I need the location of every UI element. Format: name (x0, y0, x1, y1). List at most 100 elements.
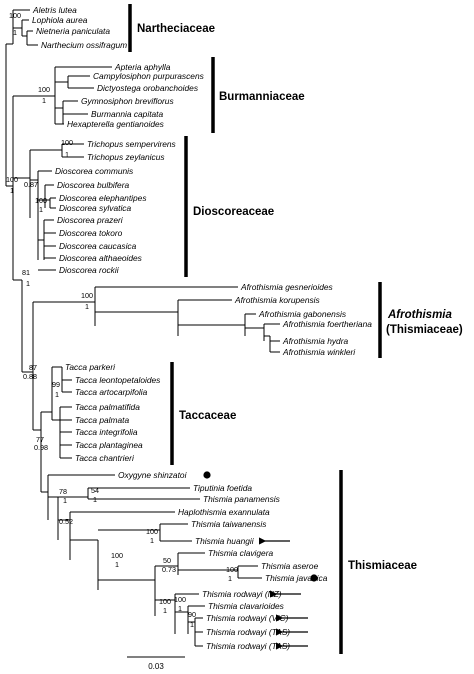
support-value: 100 (174, 595, 186, 604)
support-value: 81 (22, 268, 30, 277)
taxon-label: Lophiola aurea (32, 15, 88, 25)
support-value: 54 (91, 486, 99, 495)
taxon-label: Tacca integrifolia (75, 427, 138, 437)
support-value: 1 (13, 28, 17, 37)
taxon-label: Thismia panamensis (203, 494, 281, 504)
support-value: 1 (93, 495, 97, 504)
taxon-label: Afrothismia gabonensis (258, 309, 347, 319)
support-value: 1 (42, 96, 46, 105)
taxon-label: Thismia rodwayi (NZ) (202, 589, 282, 599)
taxon-label: Trichopus zeylanicus (87, 152, 165, 162)
taxon-label: Oxygyne shinzatoi (118, 470, 188, 480)
taxon-label: Dioscorea tokoro (59, 228, 123, 238)
support-value: 1 (115, 560, 119, 569)
support-value: 77 (36, 435, 44, 444)
support-value: 0.88 (23, 372, 37, 381)
support-value: 1 (10, 186, 14, 195)
support-value: 100 (38, 85, 50, 94)
family-label-thismiaceae-paren: (Thismiaceae) (386, 324, 463, 336)
family-brackets: Nartheciaceae Burmanniaceae Dioscoreacea… (128, 4, 463, 654)
family-label-thismiaceae: Thismiaceae (348, 560, 417, 572)
support-value: 1 (85, 302, 89, 311)
taxon-label: Thismia clavigera (208, 548, 274, 558)
support-value: 1 (178, 604, 182, 613)
support-value: 100 (9, 11, 21, 20)
taxon-label: Thismia rodwayi (VIC) (206, 613, 289, 623)
scale-bar-label: 0.03 (148, 662, 164, 671)
taxon-label: Tacca plantaginea (75, 440, 143, 450)
taxon-label: Dioscorea bulbifera (57, 180, 129, 190)
taxon-label: Dioscorea elephantipes (59, 193, 147, 203)
taxon-label: Dioscorea prazeri (57, 215, 124, 225)
support-value: 90 (188, 610, 196, 619)
taxon-labels: Aletris lutea Lophiola aurea Nietneria p… (32, 5, 372, 651)
family-label-burmanniaceae: Burmanniaceae (219, 91, 305, 103)
support-value: 100 (146, 527, 158, 536)
taxon-label: Afrothismia winkleri (282, 347, 356, 357)
support-value: 1 (39, 205, 43, 214)
taxon-label: Narthecium ossifragum (41, 40, 127, 50)
taxon-label: Tacca artocarpifolia (75, 387, 148, 397)
taxon-label: Nietneria paniculata (36, 26, 110, 36)
support-value: 100 (81, 291, 93, 300)
taxon-label: Trichopus sempervirens (87, 139, 177, 149)
taxon-label: Tacca chantrieri (75, 453, 135, 463)
taxon-label: Tiputinia foetida (193, 483, 252, 493)
support-value: 0.73 (162, 565, 176, 574)
taxon-label: Dictyostega orobanchoides (97, 83, 199, 93)
taxon-label: Dioscorea sylvatica (59, 203, 131, 213)
taxon-label: Gymnosiphon breviflorus (81, 96, 174, 106)
support-value: 0.52 (59, 517, 73, 526)
support-value: 100 (159, 597, 171, 606)
taxon-label: Thismia rodwayi (TAS) (206, 627, 290, 637)
taxon-label: Tacca leontopetaloides (75, 375, 161, 385)
support-value: 1 (190, 620, 194, 629)
taxon-label: Thismia taiwanensis (191, 519, 267, 529)
taxon-label: Campylosiphon purpurascens (93, 71, 205, 81)
support-value: 100 (111, 551, 123, 560)
support-values: 100 1 100 1 100 1 100 1 0.87 100 1 81 1 … (6, 11, 238, 629)
support-value: 1 (228, 574, 232, 583)
support-value: 0.98 (34, 443, 48, 452)
tree-branches (5, 9, 280, 647)
support-value: 100 (226, 565, 238, 574)
support-value: 1 (163, 606, 167, 615)
support-value: 1 (26, 279, 30, 288)
taxon-label: Tacca palmata (75, 415, 130, 425)
support-value: 1 (65, 150, 69, 159)
taxon-label: Afrothismia gesnerioides (240, 282, 334, 292)
support-value: 99 (52, 380, 60, 389)
taxon-label: Apteria aphylla (114, 62, 171, 72)
support-value: 78 (59, 487, 67, 496)
support-value: 1 (150, 536, 154, 545)
taxon-label: Afrothismia korupensis (234, 295, 321, 305)
markers (203, 471, 318, 650)
taxon-label: Dioscorea rockii (59, 265, 120, 275)
support-value: 87 (29, 363, 37, 372)
family-label-taccaceae: Taccaceae (179, 410, 236, 422)
taxon-label: Tacca palmatifida (75, 402, 140, 412)
taxon-label: Thismia huangii (195, 536, 255, 546)
support-value: 0.87 (24, 180, 38, 189)
filled-circle-marker (310, 574, 318, 582)
filled-circle-marker (203, 471, 211, 479)
taxon-label: Aletris lutea (32, 5, 77, 15)
taxon-label: Thismia rodwayi (TAS) (206, 641, 290, 651)
taxon-label: Haplothismia exannulata (178, 507, 270, 517)
family-label-dioscoreaceae: Dioscoreaceae (193, 206, 274, 218)
support-value: 1 (55, 390, 59, 399)
taxon-label: Burmannia capitata (91, 109, 164, 119)
taxon-label: Dioscorea caucasica (59, 241, 137, 251)
support-value: 100 (35, 196, 47, 205)
taxon-label: Dioscorea communis (55, 166, 134, 176)
taxon-label: Afrothismia hydra (282, 336, 349, 346)
taxon-label: Thismia javanica (265, 573, 328, 583)
family-label-afrothismia: Afrothismia (387, 309, 453, 321)
support-value: 1 (63, 496, 67, 505)
taxon-label: Afrothismia foertheriana (282, 319, 372, 329)
scale-bar: 0.03 (127, 656, 185, 671)
taxon-label: Tacca parkeri (65, 362, 116, 372)
support-value: 50 (163, 556, 171, 565)
taxon-label: Hexapterella gentianoides (67, 119, 165, 129)
